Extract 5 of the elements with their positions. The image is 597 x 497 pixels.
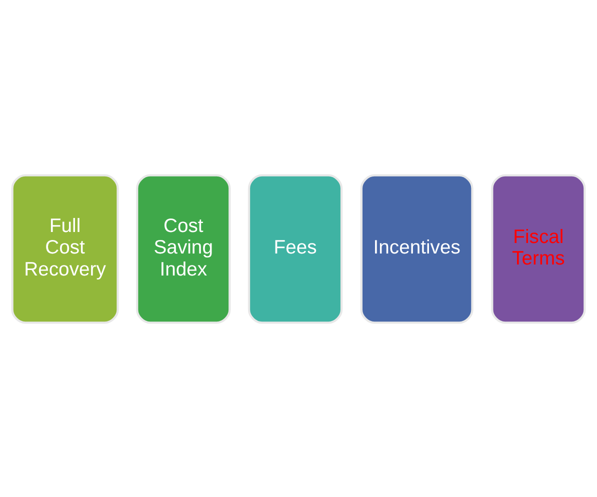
node-box: Full Cost Recovery [11,174,119,324]
node-box: Cost Saving Index [136,174,231,324]
node-box: Fees [248,174,343,324]
node-box: Fiscal Terms [491,174,586,324]
node-box: Incentives [360,174,474,324]
